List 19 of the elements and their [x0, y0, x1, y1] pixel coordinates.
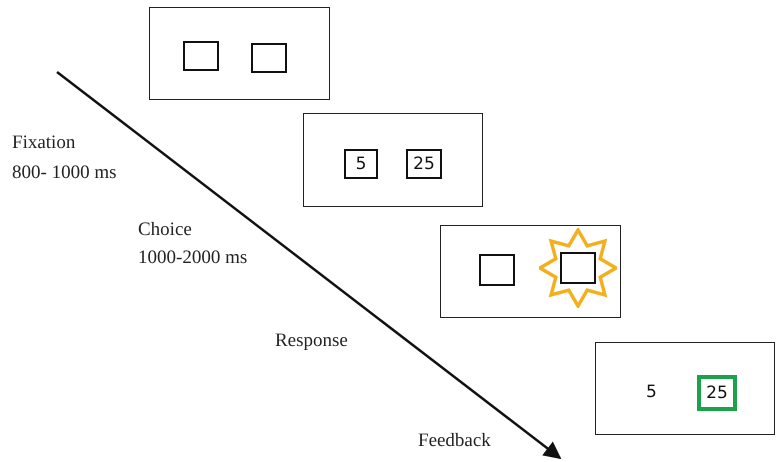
display-screen: [149, 7, 330, 100]
phase-label: Fixation: [12, 133, 76, 152]
display-screen: [303, 113, 483, 207]
display-screen: [440, 225, 621, 318]
phase-label: Response: [275, 331, 348, 350]
number-text: 5: [646, 384, 657, 401]
duration-label: 800- 1000 ms: [12, 163, 116, 182]
empty-square: [560, 252, 596, 284]
phase-label: Feedback: [418, 431, 491, 450]
number-box: 5: [344, 149, 378, 179]
star-burst: [539, 228, 617, 308]
number-box: 25: [697, 375, 737, 411]
display-screen: [595, 342, 775, 435]
empty-square: [479, 254, 515, 286]
number-box: 25: [406, 149, 442, 179]
empty-square: [251, 43, 287, 73]
phase-label: Choice: [138, 220, 192, 239]
empty-square: [183, 41, 219, 71]
duration-label: 1000-2000 ms: [138, 248, 248, 267]
